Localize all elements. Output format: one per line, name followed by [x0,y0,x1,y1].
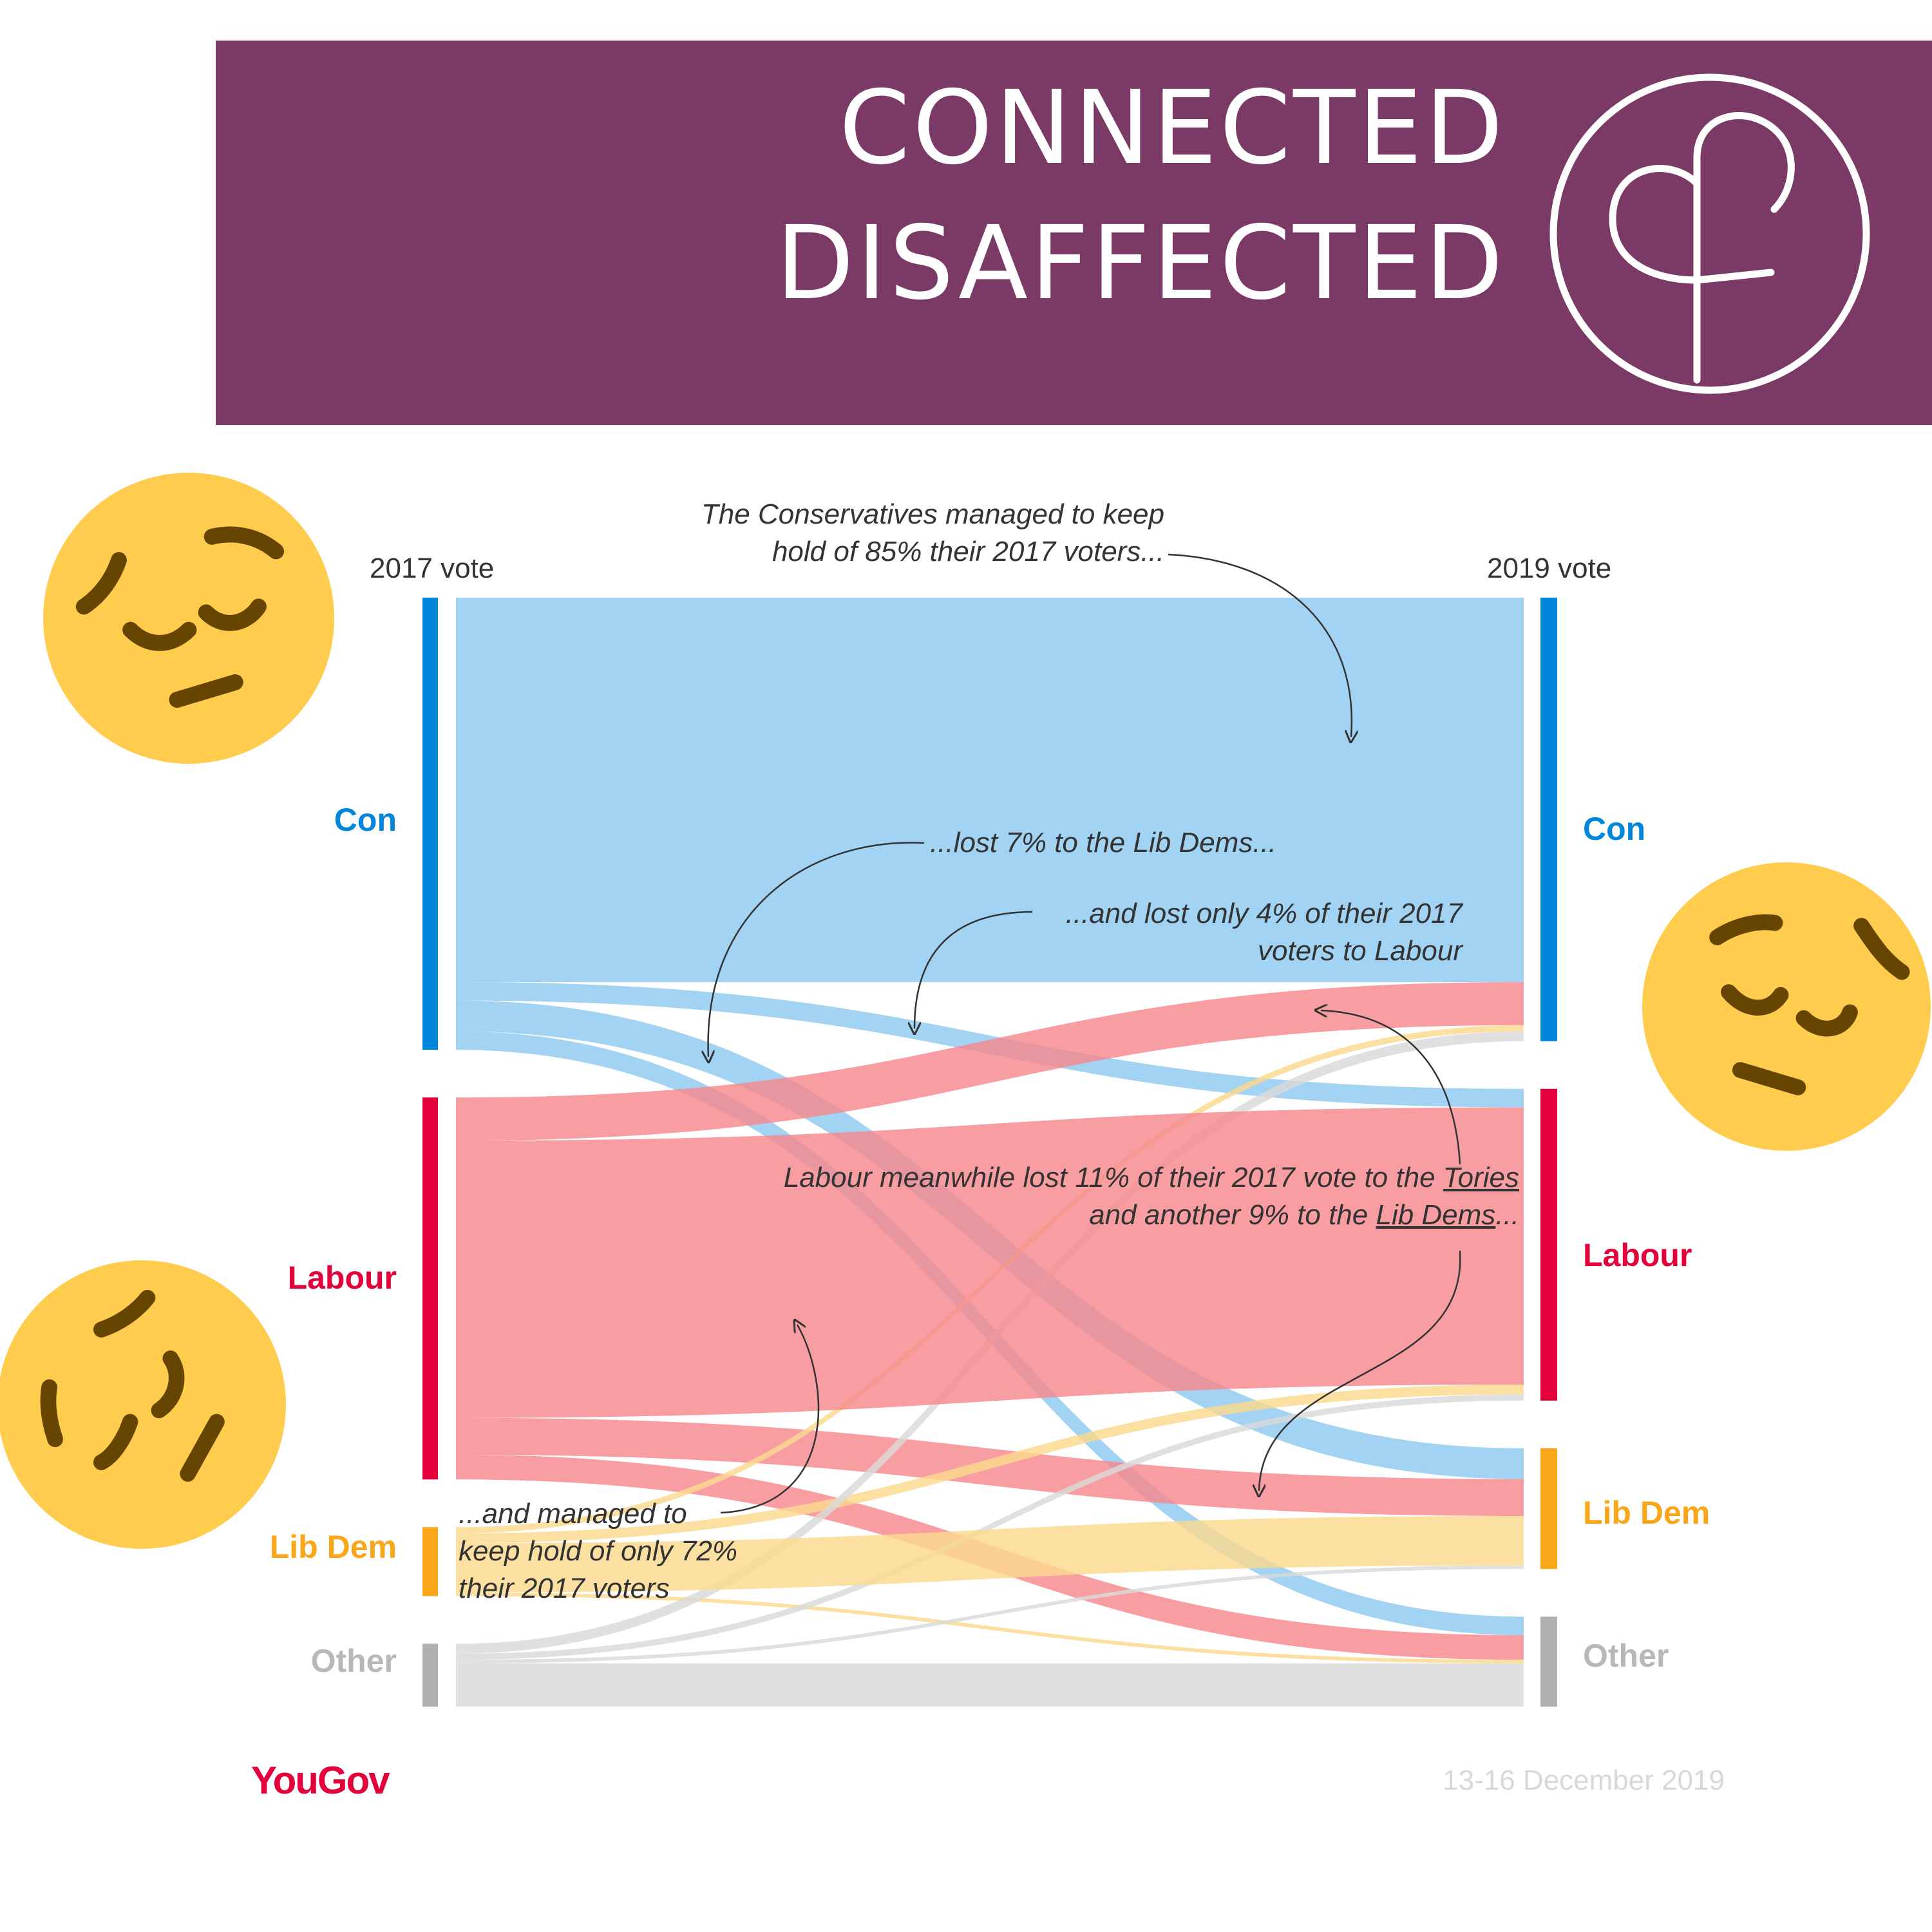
node-2017-labour [422,1097,438,1480]
right-label-other: Other [1583,1638,1669,1674]
node-2017-lib-dem [422,1527,438,1596]
annotation-underlined: Tories [1443,1162,1519,1193]
arrow-con-lab [914,911,1033,1028]
annotation-line: keep hold of only 72% [459,1535,737,1567]
left-label-libdem: Lib Dem [269,1529,397,1565]
arrow-lab-con [1321,1010,1461,1165]
annotation-text: Labour meanwhile lost 11% of their 2017 … [783,1162,1443,1193]
survey-date: 13-16 December 2019 [1443,1765,1725,1796]
node-2019-lib-dem [1540,1448,1557,1569]
yougov-logo: YouGov [251,1759,390,1802]
nodes-layer [422,598,1557,1707]
annotation-line: voters to Labour [1258,935,1463,967]
annotation-con-ld: ...lost 7% to the Lib Dems... [930,827,1277,858]
annotation-ld-keep: ...and managed to keep hold of only 72% … [459,1495,737,1607]
left-label-con: Con [334,802,397,838]
title-line-1: CONNECTED [838,69,1506,187]
arrow-ld-keep [720,1325,820,1514]
arrow-con-keep [1168,553,1352,737]
title-line-2: DISAFFECTED [775,204,1506,323]
annotation-line: their 2017 voters [459,1573,670,1604]
flow-labour-to-labour [456,1107,1524,1418]
annotation-con-lab: ...and lost only 4% of their 2017 voters… [1066,895,1463,970]
left-label-other: Other [310,1643,397,1679]
annotation-text: ... [1495,1199,1519,1231]
flow-lib-dem-to-labour [456,1384,1524,1544]
annotation-arrows [708,553,1461,1514]
arrow-con-ld [708,842,925,1057]
flow-con-to-con [456,598,1524,982]
header-banner [216,41,1932,425]
flow-labour-to-con [456,981,1524,1141]
flow-lib-dem-to-lib-dem [456,1516,1524,1593]
annotation-labour: Labour meanwhile lost 11% of their 2017 … [784,1159,1519,1234]
right-label-labour: Labour [1583,1237,1692,1273]
left-label-labour: Labour [287,1260,397,1296]
node-2019-other [1540,1616,1557,1707]
node-2017-con [422,598,438,1050]
annotation-con-keep: The Conservatives managed to keep hold o… [701,496,1164,571]
node-2019-labour [1540,1088,1557,1401]
flow-other-to-labour [456,1394,1524,1660]
annotation-underlined: Lib Dems [1376,1199,1496,1231]
flow-other-to-other [456,1663,1524,1707]
right-axis-title: 2019 vote [1487,553,1612,584]
sad-face-emoji-icon [0,1260,286,1549]
pensive-face-emoji-icon [1642,862,1931,1151]
annotation-text: and another 9% to the [1089,1199,1376,1231]
annotation-line: hold of 85% their 2017 voters... [772,536,1164,567]
flows-layer [456,598,1524,1707]
node-2019-con [1540,598,1557,1041]
annotation-line: The Conservatives managed to keep [701,498,1164,530]
annotation-line: ...and lost only 4% of their 2017 [1065,898,1463,929]
flow-other-to-lib-dem [456,1565,1524,1664]
node-2017-other [422,1643,438,1707]
flow-lib-dem-to-other [456,1592,1524,1664]
annotation-line: ...and managed to [459,1498,687,1530]
right-label-libdem: Lib Dem [1583,1495,1710,1531]
pensive-face-emoji-icon [43,473,334,764]
arrow-lab-ld [1259,1250,1461,1491]
left-axis-title: 2017 vote [370,553,495,584]
right-label-con: Con [1583,811,1646,847]
connected-disaffected-logo-icon [1549,73,1870,394]
